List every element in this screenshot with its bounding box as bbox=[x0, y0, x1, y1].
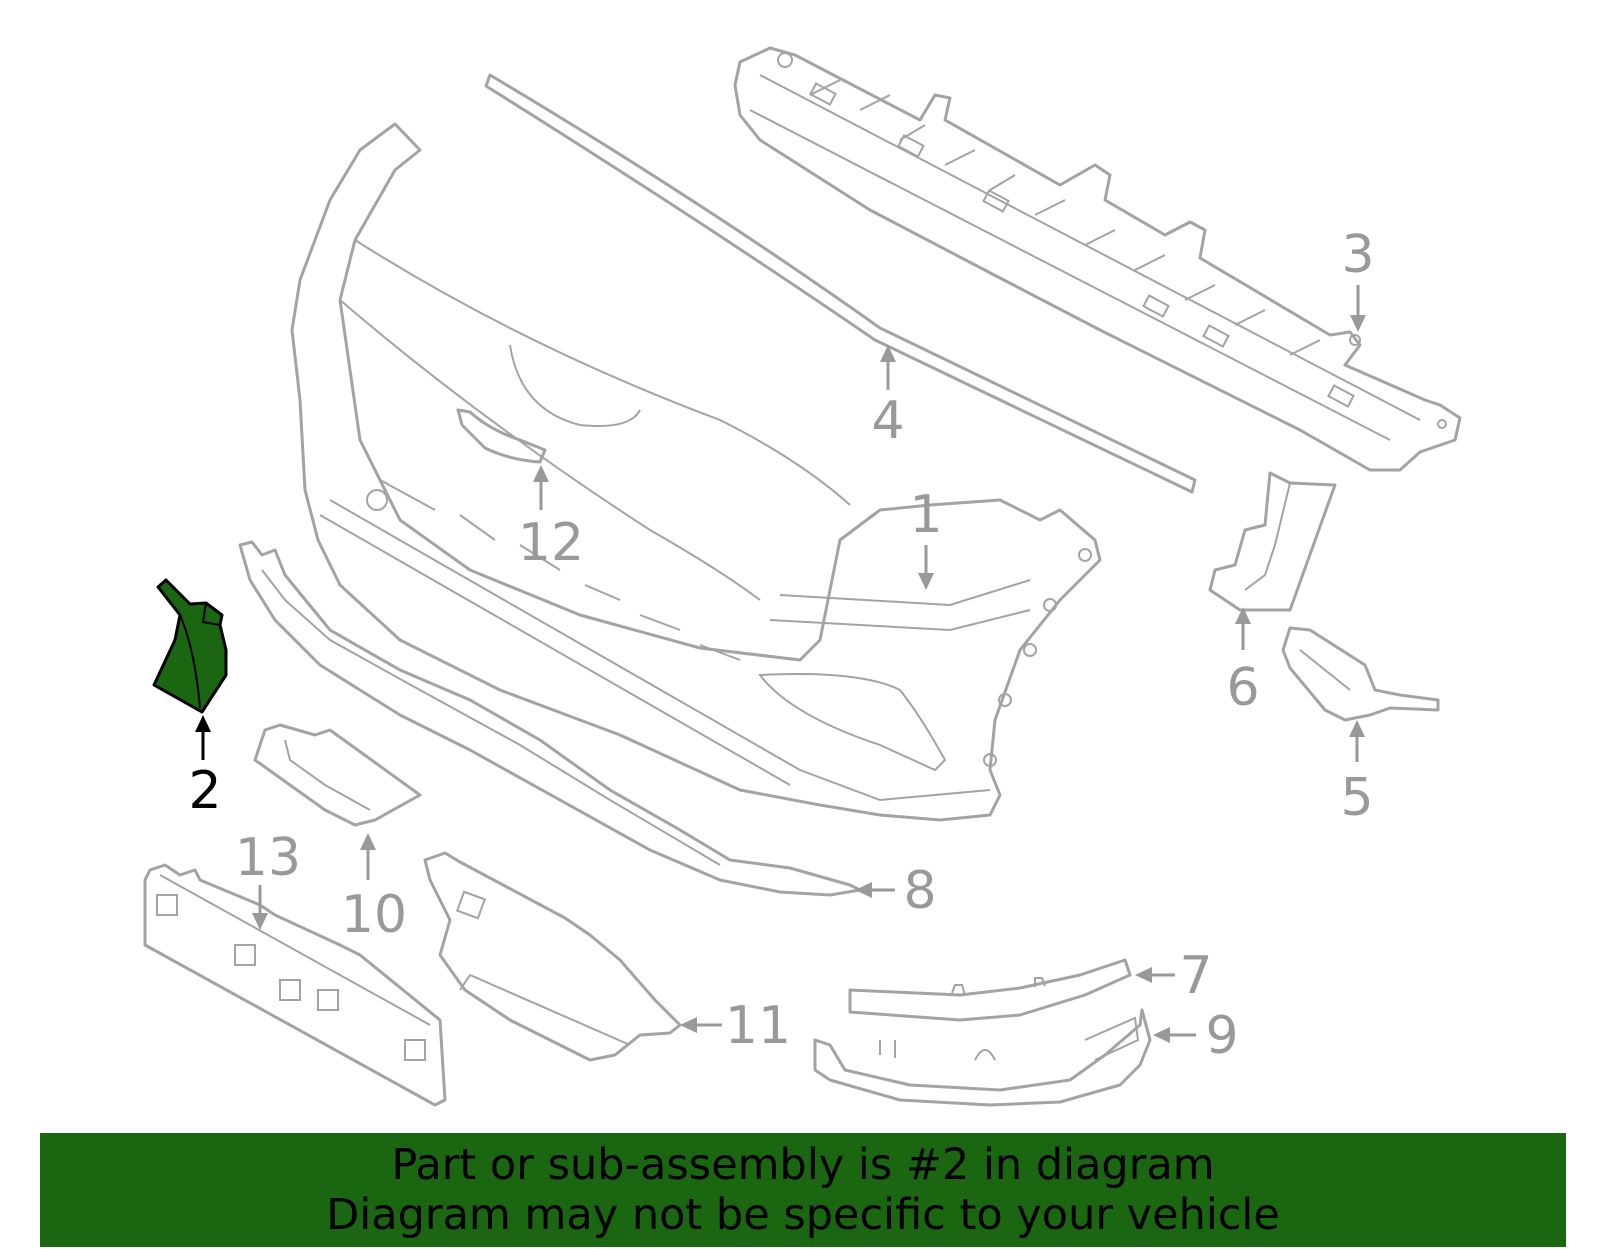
callout-3: 3 bbox=[1341, 225, 1375, 332]
part-5-bracket bbox=[1281, 626, 1440, 722]
callout-label-11: 11 bbox=[725, 996, 791, 1056]
callout-label-12: 12 bbox=[518, 513, 584, 573]
callout-11: 11 bbox=[680, 996, 791, 1056]
callout-12: 12 bbox=[518, 465, 584, 573]
callout-label-9: 9 bbox=[1205, 1006, 1238, 1066]
part-4-upper-strip bbox=[484, 73, 1197, 494]
callout-label-6: 6 bbox=[1226, 658, 1259, 718]
callout-label-10: 10 bbox=[341, 885, 407, 945]
callout-label-7: 7 bbox=[1179, 946, 1212, 1006]
callout-6: 6 bbox=[1226, 607, 1260, 718]
info-banner: Part or sub-assembly is #2 in diagram Di… bbox=[40, 1133, 1566, 1247]
callout-label-3: 3 bbox=[1341, 225, 1374, 285]
part-9-lower-lip bbox=[813, 1008, 1152, 1107]
callout-label-5: 5 bbox=[1340, 768, 1373, 828]
callout-label-13: 13 bbox=[235, 828, 301, 888]
part-1-bumper-cover bbox=[290, 122, 1102, 822]
part-6-bracket bbox=[1208, 471, 1337, 612]
part-3-reinforcement-beam bbox=[733, 46, 1462, 472]
callout-10: 10 bbox=[341, 833, 407, 945]
callout-7: 7 bbox=[1135, 946, 1213, 1006]
callout-13: 13 bbox=[235, 828, 301, 930]
part-13-lower-grille bbox=[143, 863, 447, 1107]
callout-1: 1 bbox=[909, 485, 943, 590]
part-11-fog-surround bbox=[423, 851, 682, 1062]
part-10-grille-piece bbox=[253, 723, 422, 827]
callout-9: 9 bbox=[1153, 1006, 1239, 1066]
callout-8: 8 bbox=[855, 861, 937, 921]
callout-2-highlighted: 2 bbox=[188, 715, 222, 821]
callout-label-8: 8 bbox=[903, 861, 936, 921]
banner-line-2: Diagram may not be specific to your vehi… bbox=[326, 1190, 1280, 1240]
callout-label-1: 1 bbox=[909, 485, 942, 545]
part-12-insert bbox=[456, 408, 547, 464]
callout-label-4: 4 bbox=[871, 391, 904, 451]
banner-line-1: Part or sub-assembly is #2 in diagram bbox=[391, 1140, 1215, 1190]
callout-5: 5 bbox=[1340, 720, 1374, 828]
part-2-highlighted-bracket bbox=[152, 578, 228, 714]
part-7-trim-strip bbox=[848, 958, 1132, 1022]
callout-4: 4 bbox=[871, 345, 905, 451]
part-8-lower-strip bbox=[238, 540, 862, 897]
callout-label-2: 2 bbox=[188, 761, 221, 821]
